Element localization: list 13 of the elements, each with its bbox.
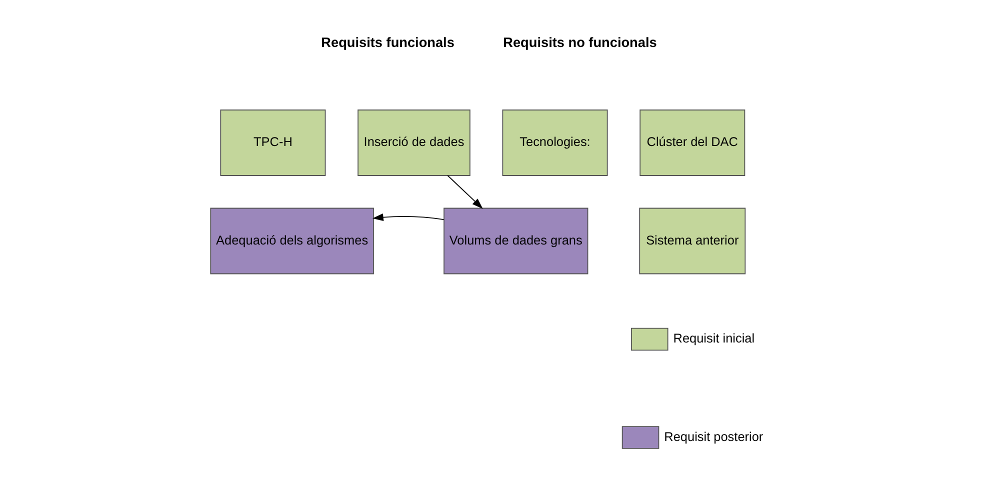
- node-box: TPC-H: [220, 110, 326, 176]
- legend-label: Requisit inicial: [673, 330, 755, 346]
- node-box: Tecnologies:: [502, 110, 608, 176]
- node-box: Adequació dels algorismes: [210, 208, 374, 274]
- node-box: Volums de dades grans: [444, 208, 588, 274]
- node-box: Sistema anterior: [639, 208, 746, 274]
- arrow: [372, 213, 444, 222]
- node-box: Clúster del DAC: [640, 110, 746, 176]
- legend-label: Requisit posterior: [664, 428, 764, 444]
- label: Requisits no funcionals: [503, 34, 657, 50]
- arrow: [447, 175, 483, 209]
- label: Requisits funcionals: [321, 34, 454, 50]
- node-box: Inserció de dades: [358, 110, 470, 176]
